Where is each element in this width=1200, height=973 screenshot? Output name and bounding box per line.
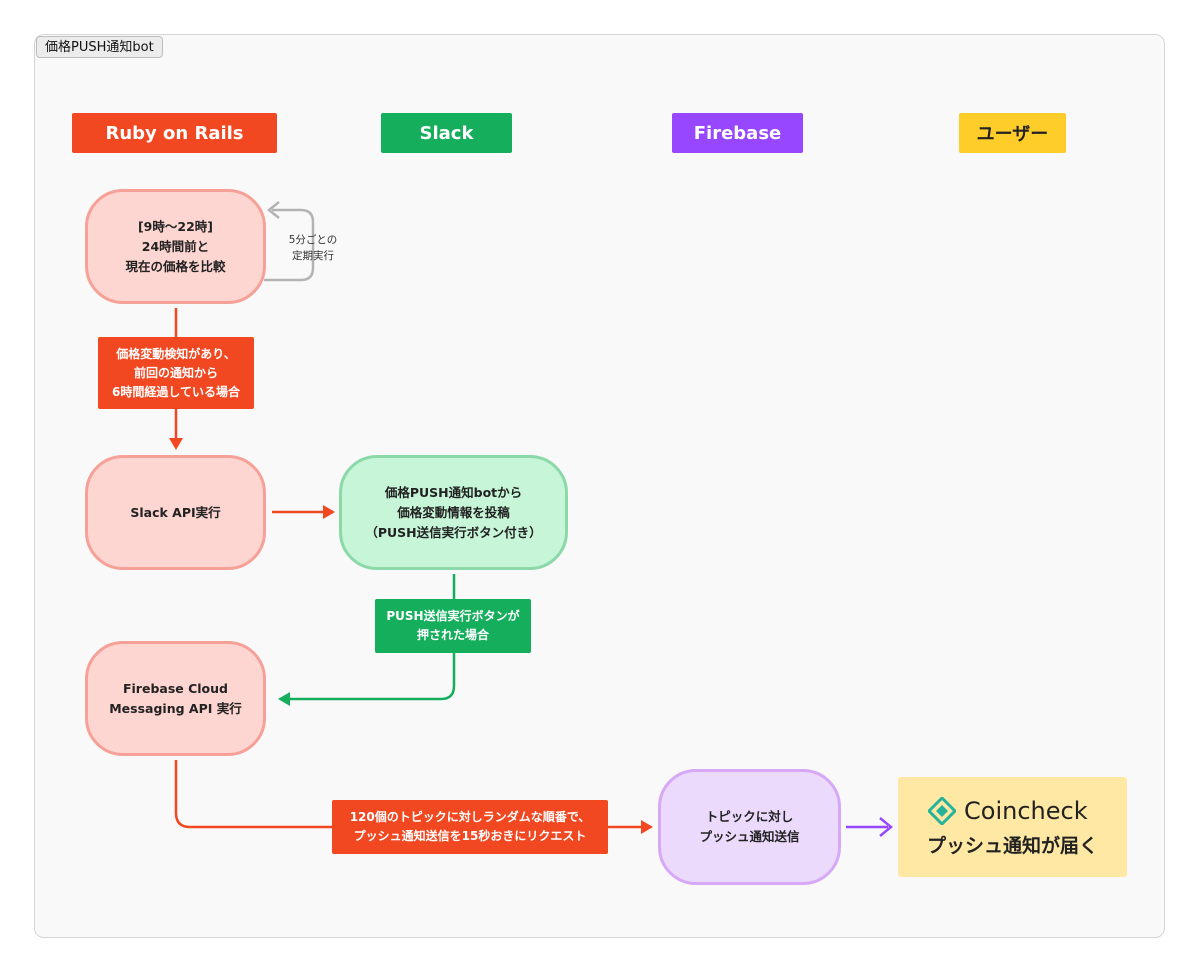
arrowhead-post-to-fcm — [278, 692, 290, 706]
lane-slack: Slack — [381, 113, 512, 153]
frame-title[interactable]: 価格PUSH通知bot — [36, 36, 163, 58]
result-message: プッシュ通知が届く — [926, 835, 1098, 857]
note-periodic: 5分ごとの 定期実行 — [288, 234, 338, 262]
node-compare-prices[interactable]: [9時〜22時] 24時間前と 現在の価格を比較 — [85, 189, 266, 304]
lane-firebase: Firebase — [672, 113, 803, 153]
lane-user: ユーザー — [959, 113, 1066, 153]
label-request: 120個のトピックに対しランダムな順番で、 プッシュ通知送信を15秒おきにリクエ… — [332, 800, 608, 854]
arrowhead-fcm-to-topic — [641, 820, 653, 834]
result-user-notification: Coincheck プッシュ通知が届く — [898, 777, 1127, 877]
arrow-fcm-to-topic — [174, 760, 643, 829]
label-button-pressed: PUSH送信実行ボタンが 押された場合 — [375, 599, 531, 653]
arrowhead-slack-api-to-post — [323, 505, 335, 519]
arrowhead-topic-to-user — [879, 817, 893, 837]
node-fcm-api[interactable]: Firebase Cloud Messaging API 実行 — [85, 641, 266, 756]
coincheck-logo: Coincheck — [928, 797, 1088, 825]
arrowhead-compare-to-slack-api — [169, 438, 183, 450]
label-condition: 価格変動検知があり、 前回の通知から 6時間経過している場合 — [98, 337, 254, 409]
loop-arrowhead — [266, 201, 280, 219]
brand-name: Coincheck — [964, 797, 1088, 825]
arrow-post-to-fcm — [288, 574, 456, 701]
node-slack-api[interactable]: Slack API実行 — [85, 455, 266, 570]
node-topic-send[interactable]: トピックに対し プッシュ通知送信 — [658, 769, 841, 885]
loop-arrow — [264, 208, 315, 282]
node-slack-post[interactable]: 価格PUSH通知botから 価格変動情報を投稿 （PUSH送信実行ボタン付き） — [339, 455, 568, 570]
lane-rails: Ruby on Rails — [72, 113, 277, 153]
coincheck-diamond-icon — [928, 797, 956, 825]
